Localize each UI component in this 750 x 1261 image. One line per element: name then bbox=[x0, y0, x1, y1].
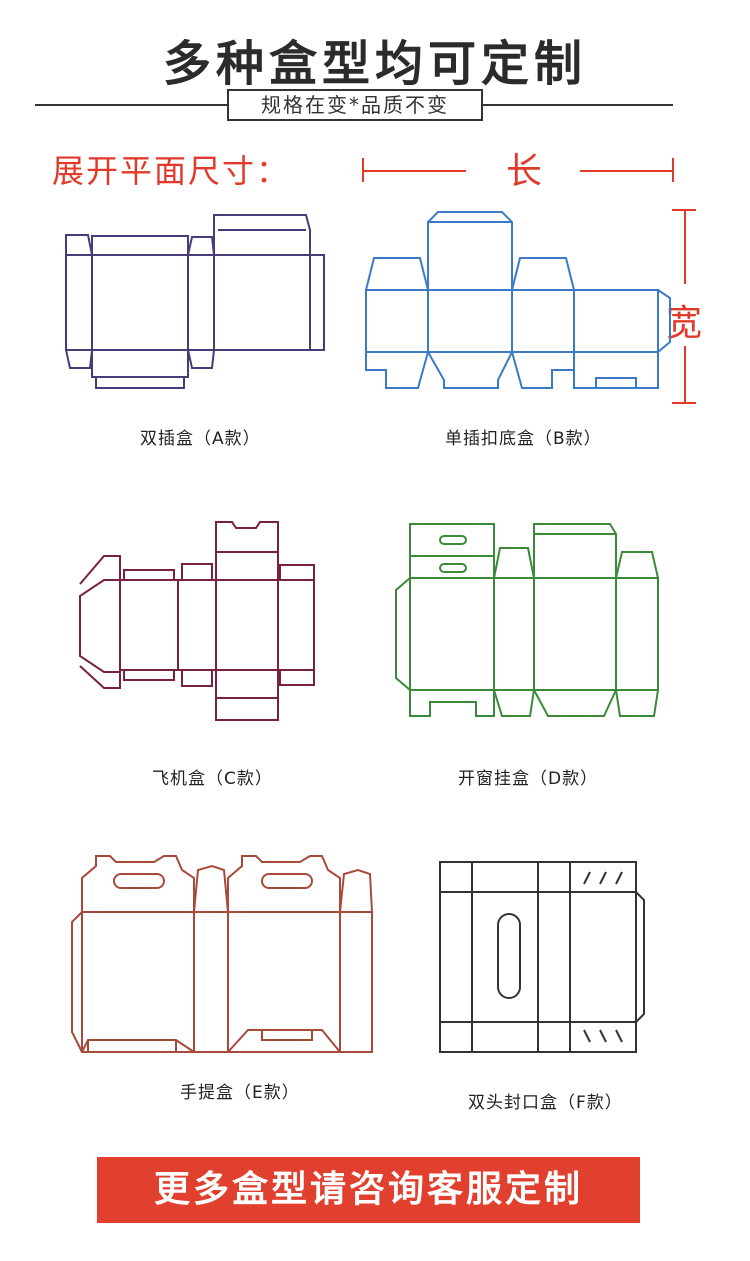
title-divider-right bbox=[483, 104, 673, 106]
contact-banner: 更多盒型请咨询客服定制 bbox=[97, 1157, 640, 1223]
box-caption-e: 手提盒（E款） bbox=[180, 1083, 300, 1103]
box-caption-b: 单插扣底盒（B款） bbox=[445, 429, 602, 449]
width-line-top bbox=[684, 210, 686, 284]
width-label: 宽 bbox=[666, 303, 703, 344]
dieline-d bbox=[395, 523, 659, 717]
box-caption-a: 双插盒（A款） bbox=[140, 429, 261, 449]
length-tick-left bbox=[362, 158, 364, 182]
length-line-left bbox=[362, 170, 466, 172]
box-caption-c: 飞机盒（C款） bbox=[152, 769, 273, 789]
dieline-e bbox=[71, 855, 373, 1053]
dieline-c bbox=[79, 521, 315, 721]
length-label: 长 bbox=[506, 151, 543, 192]
width-tick-bottom bbox=[672, 402, 696, 404]
length-tick-right bbox=[672, 158, 674, 182]
box-caption-d: 开窗挂盒（D款） bbox=[458, 769, 599, 789]
width-line-bottom bbox=[684, 346, 686, 402]
box-caption-f: 双头封口盒（F款） bbox=[468, 1093, 623, 1113]
dieline-a bbox=[65, 214, 325, 389]
width-tick-top bbox=[672, 209, 696, 211]
title-divider-left bbox=[35, 104, 227, 106]
page-title: 多种盒型均可定制 bbox=[162, 36, 587, 92]
dimensions-label: 展开平面尺寸： bbox=[52, 152, 291, 190]
dieline-b bbox=[365, 211, 671, 389]
subtitle-badge: 规格在变*品质不变 bbox=[227, 89, 483, 121]
dieline-f bbox=[439, 861, 645, 1053]
length-line-right bbox=[580, 170, 672, 172]
